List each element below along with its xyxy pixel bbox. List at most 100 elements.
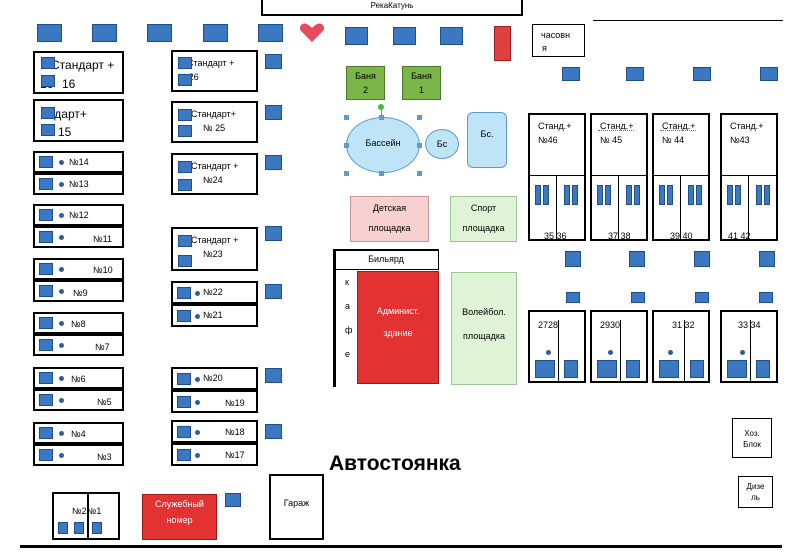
parking-space: [759, 292, 773, 303]
parking-space: [694, 251, 710, 267]
room-22: №22: [171, 281, 258, 304]
room-std-45-num: № 45: [600, 135, 623, 145]
parking-space: [39, 263, 53, 275]
selection-handle: [417, 171, 422, 176]
diesel-label-1: Дизе: [746, 482, 765, 491]
sauna-2-number: 2: [362, 85, 368, 95]
parking-space: [178, 57, 192, 69]
pool-tile: Бс.: [467, 112, 507, 168]
room-divider: [722, 175, 776, 176]
parking-space: [39, 156, 53, 168]
room-std-15-num: 15: [58, 125, 72, 139]
room-std-16: Стандарт + 16 16: [33, 51, 124, 94]
room-9-label: №9: [73, 288, 88, 298]
room-divider: [592, 175, 646, 176]
room-divider: [618, 175, 619, 239]
sport-playground: Спорт площадка: [450, 196, 517, 242]
parking-space: [74, 522, 84, 534]
room-12: №12: [33, 204, 124, 226]
parking-space: [265, 54, 282, 69]
room-std-43-label: Станд.+: [730, 121, 764, 131]
room-divider: [750, 320, 751, 381]
parking-space: [225, 493, 241, 507]
parking-space: [566, 292, 580, 303]
room-std-45: Станд.+ № 45 37 38: [590, 113, 648, 241]
selection-handle: [417, 143, 422, 148]
room-marker: [608, 350, 613, 355]
sauna-1: Баня 1: [402, 66, 441, 100]
room-std-26: Стандарт + №26: [171, 50, 258, 92]
diesel-label-2: ль: [751, 493, 760, 502]
billiard-area: Бильярд: [336, 251, 439, 270]
parking-space: [37, 24, 62, 42]
room-marker: [59, 235, 64, 240]
parking-space: [177, 373, 191, 385]
room-7: №7: [33, 334, 124, 356]
parking-space: [535, 185, 541, 205]
sauna-1-label: Баня: [411, 71, 432, 81]
room-21: №21: [171, 304, 258, 327]
parking-space: [727, 360, 747, 378]
room-std-23: Стандарт + №23: [171, 227, 258, 271]
parking-space: [265, 284, 282, 299]
room-std-24-num: №24: [203, 175, 223, 185]
room-std-16-label: Стандарт +: [51, 58, 115, 72]
room-marker: [59, 453, 64, 458]
room-divider: [556, 175, 557, 239]
parking-space: [58, 522, 68, 534]
chapel-label-2: я: [542, 43, 547, 53]
parking-space: [659, 360, 679, 378]
room-2-1: №2№1: [52, 492, 120, 540]
room-pair-label: 33 34: [738, 320, 761, 330]
parking-space: [39, 231, 53, 243]
room-marker: [195, 430, 200, 435]
pool-tile-label: Бс.: [480, 129, 494, 139]
parking-space: [39, 449, 53, 461]
sauna-2-label: Баня: [355, 71, 376, 81]
room-std-15: андарт+ 15: [33, 99, 124, 142]
room-18-label: №18: [225, 427, 245, 437]
pool-label: Бассейн: [365, 138, 401, 148]
parking-space: [178, 74, 192, 86]
room-3-label: №3: [97, 452, 112, 462]
river-label: РекаКатунь: [370, 1, 414, 10]
parking-space: [147, 24, 172, 42]
parking-space: [565, 251, 581, 267]
diesel: Дизе ль: [738, 476, 773, 508]
bottom-boundary: [20, 545, 782, 548]
room-divider: [654, 175, 708, 176]
parking-space: [41, 107, 55, 119]
room-5: №5: [33, 389, 124, 411]
household-label-2: Блок: [743, 440, 761, 449]
room-std-43-num: №43: [730, 135, 750, 145]
room-marker: [59, 343, 64, 348]
cafe-letter: ф: [345, 325, 353, 335]
parking-space: [39, 394, 53, 406]
room-marker: [740, 350, 745, 355]
selection-handle: [379, 115, 384, 120]
parking-space: [626, 67, 644, 81]
selection-handle: [379, 171, 384, 176]
volleyball-label-1: Волейбол.: [462, 307, 506, 317]
parking-space: [393, 27, 416, 45]
cafe-letter: а: [345, 301, 351, 311]
parking-space: [629, 251, 645, 267]
parking-title: Автостоянка: [329, 452, 461, 475]
parking-space: [695, 292, 709, 303]
room-14: №14: [33, 151, 124, 173]
room-21-label: №21: [203, 310, 223, 320]
room-divider: [558, 320, 559, 381]
room-std-24: Стандарт + №24: [171, 153, 258, 195]
sauna-2: Баня 2: [346, 66, 385, 100]
parking-space: [177, 449, 191, 461]
parking-space: [178, 109, 192, 121]
admin-building: Админист. здание: [357, 271, 439, 384]
room-marker: [59, 213, 64, 218]
selection-handle: [344, 143, 349, 148]
parking-space: [178, 161, 192, 173]
service-room-label-1: Служебный: [155, 499, 204, 509]
parking-space: [564, 185, 570, 205]
room-pair-label: 39 40: [670, 231, 693, 241]
parking-space: [39, 339, 53, 351]
room-14-label: №14: [69, 157, 89, 167]
